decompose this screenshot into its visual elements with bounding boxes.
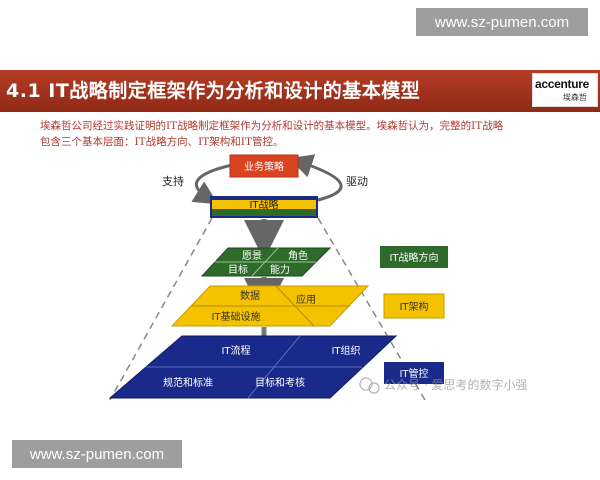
it-strategy-label: IT战略 <box>249 198 278 211</box>
it-strategy-bar-yellow <box>212 200 316 209</box>
intro-text: 埃森哲公司经过实践证明的IT战略制定框架作为分析和设计的基本模型。埃森哲认为，完… <box>40 118 580 150</box>
norms-label: 规范和标准 <box>163 376 213 389</box>
business-strategy-box <box>229 154 299 178</box>
vision-label: 愿景 <box>242 250 262 262</box>
goals-assessment-label: 目标和考核 <box>255 376 305 389</box>
business-strategy-label: 业务策略 <box>244 160 284 173</box>
it-strategy-bar-green <box>212 209 316 216</box>
data-label: 数据 <box>240 289 260 302</box>
channel-watermark: 公众号 · 爱思考的数字小强 <box>359 377 527 394</box>
organization-label: IT组织 <box>331 344 360 357</box>
intro-line-2: 包含三个基本层面：IT战略方向、IT架构和IT管控。 <box>40 136 284 148</box>
process-label: IT流程 <box>221 344 250 357</box>
legend-architecture-label: IT架构 <box>399 300 428 313</box>
application-label: 应用 <box>296 293 316 306</box>
drive-arrow <box>288 154 343 202</box>
support-label: 支持 <box>162 174 184 188</box>
watermark-top: www.sz-pumen.com <box>416 8 588 36</box>
role-label: 角色 <box>288 249 308 262</box>
pyramid-left-edge <box>109 217 213 401</box>
drive-label: 驱动 <box>346 175 368 188</box>
logo-subtext: 埃森哲 <box>563 93 587 102</box>
logo-text: accenture <box>535 77 589 91</box>
slide-title-bar: 4.1 IT战略制定框架作为分析和设计的基本模型 <box>0 70 600 112</box>
capability-label: 能力 <box>270 263 290 276</box>
accenture-logo: accenture 埃森哲 <box>532 73 598 107</box>
wechat-icon-bubble <box>368 382 380 394</box>
support-arrow <box>191 163 233 205</box>
channel-watermark-text: 公众号 · 爱思考的数字小强 <box>384 377 527 392</box>
legend-direction-box <box>380 246 448 268</box>
watermark-bottom: www.sz-pumen.com <box>12 440 182 468</box>
legend-architecture-box <box>383 293 445 319</box>
slide-title: 4.1 IT战略制定框架作为分析和设计的基本模型 <box>6 80 421 102</box>
intro-line-1: 埃森哲公司经过实践证明的IT战略制定框架作为分析和设计的基本模型。埃森哲认为，完… <box>40 120 504 132</box>
legend-governance-box <box>384 362 444 384</box>
legend-direction-label: IT战略方向 <box>389 251 438 264</box>
legend-governance-label: IT管控 <box>399 367 428 380</box>
infrastructure-label: IT基础设施 <box>211 310 260 323</box>
goal-label: 目标 <box>228 264 248 276</box>
